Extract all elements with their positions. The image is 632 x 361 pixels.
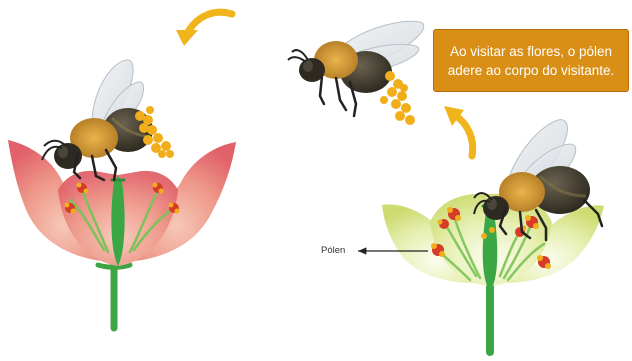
bee-icon — [288, 21, 424, 125]
curved-arrow-icon — [176, 12, 232, 46]
bee-icon — [42, 60, 174, 180]
curved-arrow-icon — [444, 106, 473, 156]
caption-box: Ao visitar as flores, o pólen adere ao c… — [433, 29, 629, 92]
pollen-label: Pólen — [321, 245, 345, 256]
caption-text: Ao visitar as flores, o pólen adere ao c… — [442, 42, 620, 80]
flower-icon — [8, 140, 236, 328]
